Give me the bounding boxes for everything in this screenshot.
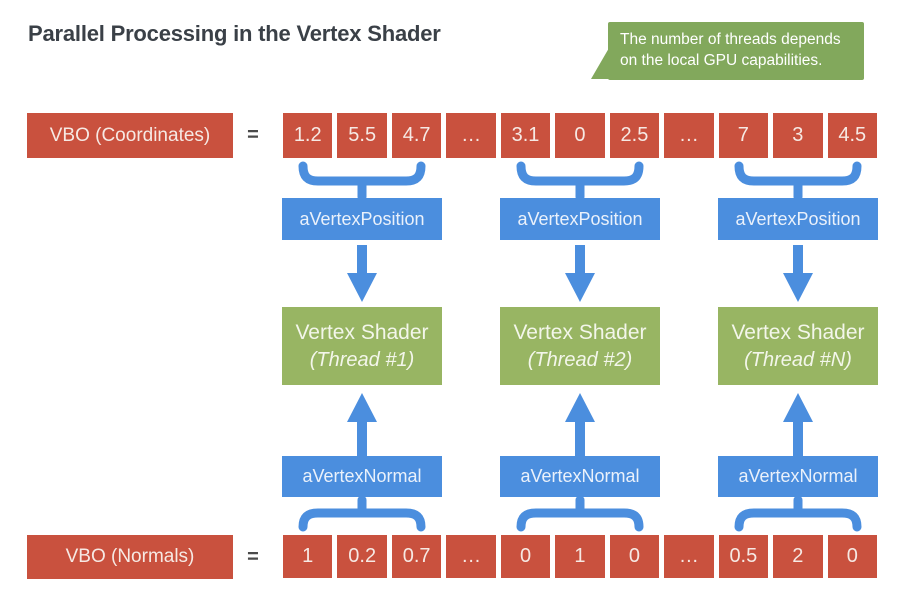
vertex-shader-title-1: Vertex Shader <box>295 321 429 345</box>
vertex-shader-box-3: Vertex Shader (Thread #N) <box>718 307 878 385</box>
coordinate-cell-ellipsis: … <box>446 113 496 158</box>
page-title: Parallel Processing in the Vertex Shader <box>28 21 441 46</box>
normal-cell: 0 <box>500 535 551 578</box>
normal-cell-ellipsis: … <box>664 535 714 578</box>
up-arrow-2 <box>565 393 595 457</box>
vbo-normals-cells: 1 0.2 0.7 … 0 1 0 … 0.5 2 0 <box>283 535 877 578</box>
coordinate-cell: 4.5 <box>827 113 877 158</box>
vertex-shader-box-2: Vertex Shader (Thread #2) <box>500 307 660 385</box>
up-arrow-3 <box>783 393 813 457</box>
coordinate-cell: 3.1 <box>500 113 551 158</box>
coordinate-cell: 7 <box>718 113 769 158</box>
avertexposition-box-3: aVertexPosition <box>718 198 878 240</box>
avertexnormal-box-3: aVertexNormal <box>718 456 878 497</box>
normal-cell: 0.2 <box>337 535 387 578</box>
normal-cell: 1 <box>555 535 605 578</box>
avertexposition-label-1: aVertexPosition <box>299 208 425 229</box>
bottom-brace-2 <box>516 495 644 532</box>
normal-cell: 0 <box>827 535 877 578</box>
normal-cell: 1 <box>283 535 333 578</box>
avertexnormal-label-3: aVertexNormal <box>738 466 858 486</box>
top-brace-2 <box>516 161 644 202</box>
normal-cell: 0 <box>609 535 660 578</box>
callout-tail-icon <box>591 48 609 79</box>
vbo-coordinates-label: VBO (Coordinates) <box>27 113 233 158</box>
vertex-shader-thread-3: (Thread #N) <box>744 348 852 371</box>
avertexnormal-box-2: aVertexNormal <box>500 456 660 497</box>
normal-cell: 2 <box>773 535 823 578</box>
coordinate-cell: 1.2 <box>283 113 333 158</box>
coordinate-cell: 4.7 <box>391 113 442 158</box>
avertexposition-box-2: aVertexPosition <box>500 198 660 240</box>
normal-cell-ellipsis: … <box>446 535 496 578</box>
coordinate-cell: 3 <box>773 113 823 158</box>
avertexnormal-box-1: aVertexNormal <box>282 456 442 497</box>
coordinate-cell: 0 <box>555 113 605 158</box>
avertexnormal-label-2: aVertexNormal <box>520 466 640 486</box>
callout-line-2: on the local GPU capabilities. <box>620 52 823 70</box>
vertex-shader-title-3: Vertex Shader <box>731 321 865 345</box>
equals-sign-top: = <box>247 124 259 146</box>
vertex-shader-thread-1: (Thread #1) <box>309 348 415 371</box>
down-arrow-3 <box>783 245 813 302</box>
coordinate-cell: 5.5 <box>337 113 387 158</box>
vertex-shader-thread-2: (Thread #2) <box>527 348 633 371</box>
avertexposition-box-1: aVertexPosition <box>282 198 442 240</box>
up-arrow-1 <box>347 393 377 457</box>
vertex-shader-title-2: Vertex Shader <box>513 321 647 345</box>
bottom-brace-1 <box>298 495 426 532</box>
coordinate-cell: 2.5 <box>609 113 660 158</box>
top-brace-3 <box>734 161 862 202</box>
vertex-shader-box-1: Vertex Shader (Thread #1) <box>282 307 442 385</box>
avertexposition-label-3: aVertexPosition <box>735 208 861 229</box>
vbo-normals-label: VBO (Normals) <box>27 535 233 579</box>
bottom-brace-3 <box>734 495 862 532</box>
coordinate-cell-ellipsis: … <box>664 113 714 158</box>
down-arrow-2 <box>565 245 595 302</box>
avertexposition-label-2: aVertexPosition <box>517 208 643 229</box>
equals-sign-bottom: = <box>247 545 259 568</box>
down-arrow-1 <box>347 245 377 302</box>
normal-cell: 0.5 <box>718 535 769 578</box>
vbo-coordinates-cells: 1.2 5.5 4.7 … 3.1 0 2.5 … 7 3 4.5 <box>283 113 877 158</box>
callout-note: The number of threads depends on the loc… <box>591 22 864 80</box>
avertexnormal-label-1: aVertexNormal <box>302 466 422 486</box>
callout-line-1: The number of threads depends <box>620 31 841 48</box>
normal-cell: 0.7 <box>391 535 442 578</box>
top-brace-1 <box>298 161 426 202</box>
